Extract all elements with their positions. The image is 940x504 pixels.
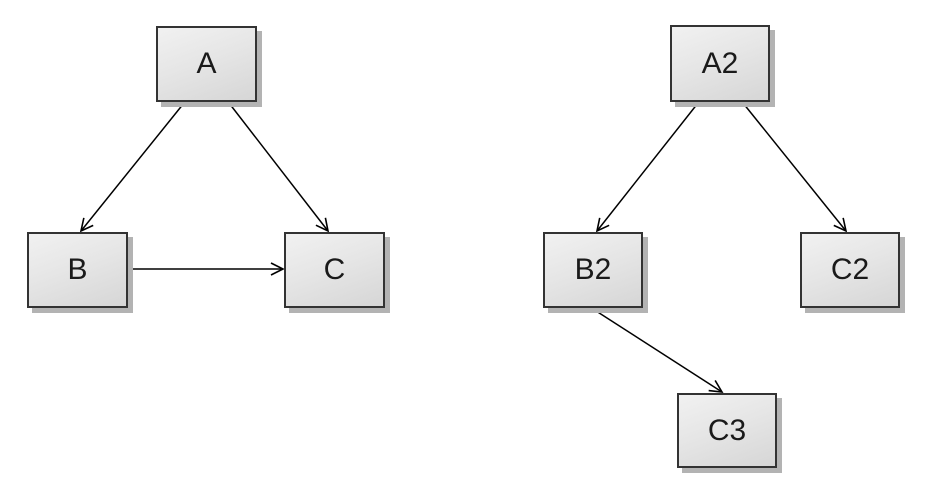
node-a2[interactable]: A2 (670, 25, 770, 102)
node-c2-label: C2 (830, 253, 870, 286)
edge-b2-to-c3 (592, 308, 724, 393)
node-a2-label: A2 (701, 46, 739, 80)
edge-a-to-b (79, 102, 185, 233)
node-a[interactable]: A (156, 26, 257, 102)
edge-a2-to-b2 (595, 102, 699, 233)
node-b2-label: B2 (574, 253, 612, 286)
node-a-label: A (196, 47, 217, 80)
edge-a2-to-c2 (742, 102, 848, 233)
node-c3-label: C3 (707, 413, 747, 447)
node-b-label: B (67, 253, 88, 286)
edge-a-to-c (228, 102, 330, 233)
node-b[interactable]: B (27, 232, 128, 308)
node-b2[interactable]: B2 (543, 232, 643, 308)
node-c[interactable]: C (284, 232, 385, 308)
node-c3[interactable]: C3 (677, 393, 777, 468)
node-c-label: C (323, 253, 346, 286)
node-c2[interactable]: C2 (800, 232, 900, 308)
